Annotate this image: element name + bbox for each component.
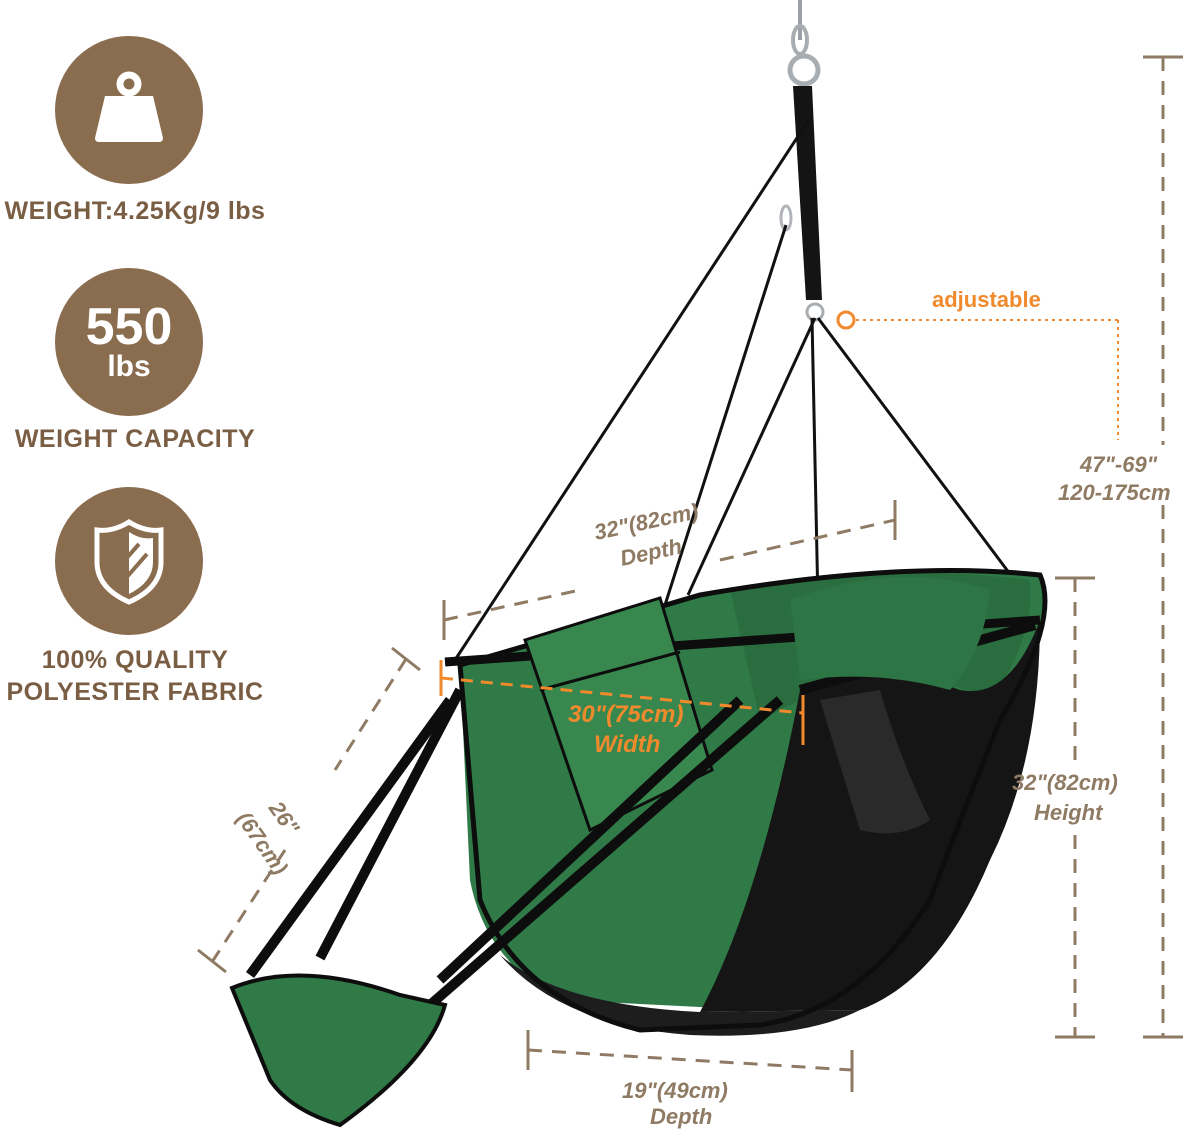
seat-height-value: 32"(82cm): [1012, 770, 1118, 795]
fabric-line2: POLYESTER FABRIC: [6, 678, 264, 706]
width-label: Width: [594, 731, 660, 758]
bottom-depth-label: Depth: [650, 1104, 712, 1129]
total-height-cm: 120-175cm: [1058, 480, 1171, 505]
bottom-depth-dimension: 19"(49cm) Depth: [526, 1030, 854, 1129]
footrest-dimension: 26" (67cm): [197, 646, 421, 974]
total-height-dimension: 47"-69" 120-175cm: [1058, 55, 1183, 1039]
weight-label: WEIGHT:4.25Kg/9 lbs: [4, 197, 266, 225]
width-value: 30"(75cm): [568, 701, 683, 728]
adjustable-label: adjustable: [932, 287, 1041, 312]
bottom-depth-value: 19"(49cm): [622, 1078, 728, 1103]
fabric-badge: [55, 487, 203, 635]
weight-badge: [55, 36, 203, 184]
adjustable-marker: adjustable: [836, 287, 1119, 440]
capacity-badge: 550 lbs: [55, 268, 203, 416]
footrest: [229, 973, 448, 1128]
hanging-hardware: [779, 0, 825, 322]
capacity-number: 550: [85, 298, 173, 356]
chair-body: [444, 568, 1048, 1036]
top-depth-label: Depth: [618, 533, 684, 570]
shield-icon: [94, 519, 164, 605]
top-depth-value: 32"(82cm): [592, 498, 701, 544]
seat-height-label: Height: [1034, 800, 1104, 825]
fabric-line1: 100% QUALITY: [41, 646, 229, 674]
total-height-inches: 47"-69": [1079, 452, 1158, 477]
seat-height-dimension: 32"(82cm) Height: [1012, 576, 1118, 1039]
feature-column: WEIGHT:4.25Kg/9 lbs 550 lbs WEIGHT CAPAC…: [0, 0, 270, 720]
capacity-label: WEIGHT CAPACITY: [14, 425, 256, 453]
weight-icon: [95, 71, 163, 142]
footrest-straps: [245, 687, 784, 1009]
capacity-unit: lbs: [107, 350, 151, 383]
width-dimension: 30"(75cm) Width: [439, 660, 805, 758]
